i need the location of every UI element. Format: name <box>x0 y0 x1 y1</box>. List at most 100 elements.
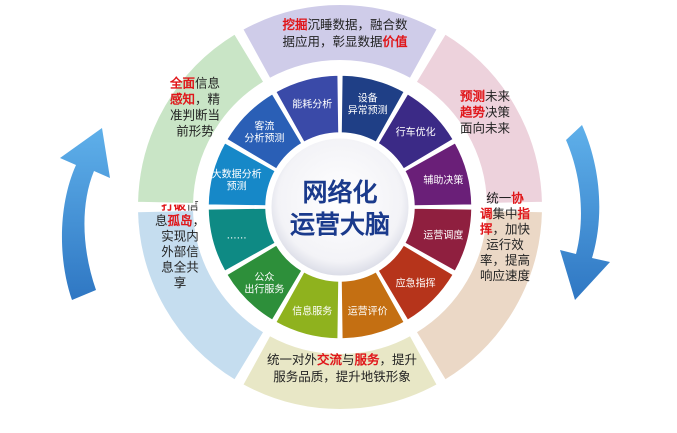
inner-ring-label: 运营调度 <box>423 229 463 242</box>
inner-ring-segment <box>340 74 406 144</box>
body-text: 集中 <box>492 206 517 221</box>
highlight-text: 孤岛 <box>167 213 192 228</box>
outer-ring-text-line: 趋势决策 <box>460 104 511 119</box>
body-text: 享 <box>174 275 187 290</box>
inner-ring-label: 辅助决策 <box>423 173 463 186</box>
body-text: 统一对外 <box>267 352 318 367</box>
outer-ring-text-line: 实现内 <box>161 229 199 244</box>
outer-ring-text-line: 统一协 <box>486 191 524 206</box>
body-text: 面向未来 <box>460 120 511 135</box>
body-text: ，提升 <box>380 352 418 367</box>
inner-ring-label: 异常预测 <box>348 104 388 117</box>
center-circle: 网络化 运营大脑 <box>268 135 412 279</box>
outer-ring-text-line: 挥，加快 <box>480 222 531 237</box>
body-text: 实现内 <box>161 229 199 244</box>
highlight-text: 价值 <box>383 34 409 49</box>
highlight-text: 交流 <box>317 352 343 367</box>
outer-ring-text-line: 息孤岛， <box>155 213 205 228</box>
body-text: 响应速度 <box>480 268 531 283</box>
inner-ring-segment <box>207 141 277 207</box>
body-text: 息 <box>155 213 168 228</box>
outer-ring-text-line: 服务品质，提升地铁形象 <box>273 369 411 384</box>
body-text: 准判断当 <box>170 107 220 122</box>
inner-ring-label: 运营评价 <box>348 304 388 317</box>
outer-ring-text-line: 外部信 <box>161 244 199 259</box>
outer-ring-text-line: 感知，精 <box>170 91 220 106</box>
body-text: 外部信 <box>161 244 199 259</box>
outer-ring-text-line: 面向未来 <box>460 120 511 135</box>
inner-ring-label: 信息服务 <box>292 304 332 317</box>
inner-ring-segment <box>340 270 406 340</box>
body-text: 据应用，彰显数据 <box>282 34 382 49</box>
body-text: ， <box>193 213 206 228</box>
highlight-text: 预测 <box>460 88 485 103</box>
center-title-line1: 网络化 <box>302 178 377 207</box>
cycle-arrows <box>60 125 610 300</box>
body-text: ，精 <box>195 91 220 106</box>
body-text: 沉睡数据，融合数 <box>308 17 409 32</box>
inner-ring-segment <box>376 243 455 322</box>
body-text: 率，提高 <box>480 253 530 268</box>
inner-ring-label: 客流 <box>254 119 274 132</box>
highlight-text: 指 <box>518 206 531 221</box>
outer-ring-text-line: 息全共 <box>161 260 199 275</box>
outer-ring-text-line: 预测未来 <box>460 88 511 103</box>
body-text: 统一 <box>486 191 511 206</box>
inner-ring-label: 行车优化 <box>396 125 436 138</box>
inner-ring-label: 预测 <box>227 179 247 192</box>
outer-ring-segment <box>240 333 440 411</box>
inner-ring-segment <box>376 92 455 171</box>
center-disc <box>268 135 412 279</box>
outer-ring-segment <box>240 3 440 81</box>
inner-ring-segment <box>274 270 340 340</box>
inner-ring-label: 能耗分析 <box>292 98 332 111</box>
outer-ring: 挖掘沉睡数据，融合数据应用，彰显数据价值预测未来趋势决策面向未来统一协调集中指挥… <box>136 3 544 411</box>
outer-ring-text-line: 运行效 <box>486 237 524 252</box>
body-text: 与 <box>342 352 355 367</box>
body-text: 前形势 <box>176 123 214 138</box>
outer-ring-segment <box>136 31 266 205</box>
center-title-line2: 运营大脑 <box>290 210 390 239</box>
inner-ring-label: 应急指挥 <box>396 277 436 290</box>
outer-ring-text-line: 准判断当 <box>170 107 220 122</box>
right-cycle-arrow-icon <box>560 125 610 300</box>
outer-ring-text-line: 全面信息 <box>169 75 220 90</box>
highlight-text: 服务 <box>355 352 381 367</box>
inner-ring-segment <box>274 74 340 144</box>
highlight-text: 感知 <box>170 91 195 106</box>
inner-ring-label: 出行服务 <box>244 283 284 296</box>
inner-ring-segment <box>225 243 304 322</box>
outer-ring-segment <box>414 209 544 383</box>
inner-ring-segment <box>403 141 473 207</box>
body-text: ，加快 <box>493 222 531 237</box>
outer-ring-text-line: 调集中指 <box>480 206 531 221</box>
inner-ring-label: 大数据分析 <box>212 167 262 180</box>
body-text: 决策 <box>485 104 511 119</box>
body-text: 息全共 <box>161 260 199 275</box>
body-text: 运行效 <box>486 237 524 252</box>
outer-ring-text-line: 挖掘沉睡数据，融合数 <box>282 17 408 32</box>
outer-ring-text-line: 享 <box>174 275 187 290</box>
highlight-text: 全面 <box>169 75 196 90</box>
inner-ring-label: 设备 <box>358 92 378 105</box>
highlight-text: 挥 <box>480 222 493 237</box>
body-text: 未来 <box>485 88 511 103</box>
outer-ring-text-line: 统一对外交流与服务，提升 <box>267 352 417 367</box>
body-text: 信息 <box>195 75 220 90</box>
highlight-text: 挖掘 <box>282 17 307 32</box>
highlight-text: 趋势 <box>460 104 486 119</box>
outer-ring-text-line: 响应速度 <box>480 268 531 283</box>
outer-ring-text-line: 前形势 <box>176 123 214 138</box>
inner-ring-segment <box>225 92 304 171</box>
outer-ring-segment <box>136 209 266 383</box>
inner-ring: 设备异常预测行车优化辅助决策运营调度应急指挥运营评价信息服务公众出行服务……大数… <box>207 74 473 340</box>
highlight-text: 调 <box>480 206 493 221</box>
outer-ring-text-line: 据应用，彰显数据价值 <box>282 34 408 49</box>
outer-ring-text-line: 率，提高 <box>480 253 530 268</box>
inner-ring-segment <box>207 207 277 273</box>
highlight-text: 协 <box>511 191 524 206</box>
inner-ring-segment <box>403 207 473 273</box>
inner-ring-label: 分析预测 <box>244 131 284 144</box>
